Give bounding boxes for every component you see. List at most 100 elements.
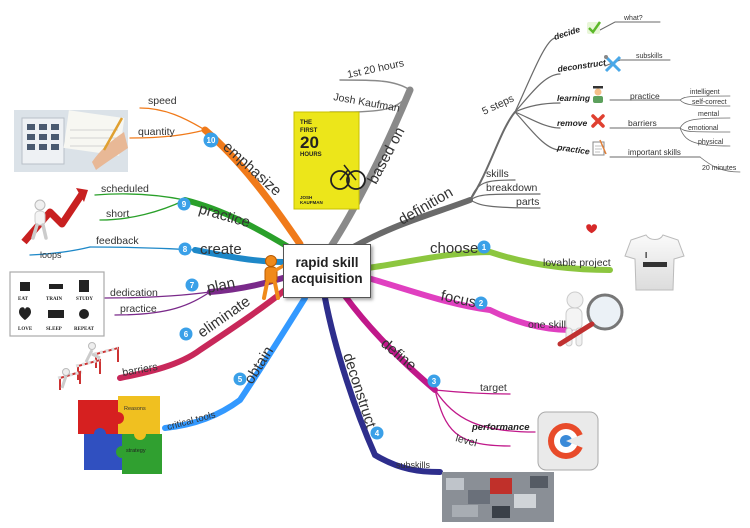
label-focus: focus <box>439 287 478 311</box>
svg-text:1: 1 <box>482 243 487 252</box>
leaf-self-correct: self-correct <box>692 99 727 106</box>
leaf-barriers-def: barriers <box>628 118 657 128</box>
leaf-intelligent: intelligent <box>690 89 720 96</box>
svg-text:THE: THE <box>300 120 312 126</box>
leaf-level: level <box>454 432 478 449</box>
badge-2: 2 <box>474 296 488 310</box>
leaf-lovable-project: lovable project <box>543 257 611 269</box>
svg-text:strategy: strategy <box>126 448 146 454</box>
hurdles-image <box>57 342 119 390</box>
leaf-important-skills: important skills <box>628 148 681 157</box>
leaf-what: what? <box>623 15 643 22</box>
badge-10: 10 <box>203 132 219 148</box>
label-choose: choose <box>430 240 478 257</box>
tools-icon <box>604 55 622 73</box>
leaf-target: target <box>480 382 507 394</box>
leaf-skills: skills <box>486 168 509 180</box>
leaf-speed: speed <box>148 95 177 107</box>
svg-text:TRAIN: TRAIN <box>46 297 63 302</box>
svg-text:10: 10 <box>207 136 216 145</box>
target-icon <box>537 411 599 471</box>
label-plan: plan <box>205 274 236 297</box>
branch-define <box>342 293 536 447</box>
leaf-20-minutes: 20 minutes <box>702 165 737 172</box>
label-practice: practice <box>197 201 252 232</box>
leaf-performance: performance <box>471 422 530 433</box>
label-create: create <box>200 241 242 258</box>
leaf-mental: mental <box>698 111 719 118</box>
badge-5: 5 <box>233 372 247 386</box>
branch-focus <box>365 275 573 333</box>
svg-text:7: 7 <box>190 281 195 290</box>
badge-3: 3 <box>427 374 441 388</box>
label-emphasize: emphasize <box>219 138 284 199</box>
badge-7: 7 <box>185 278 199 292</box>
branch-practice <box>94 193 293 251</box>
svg-text:FIRST: FIRST <box>300 128 318 134</box>
label-based-on: based on <box>365 124 409 186</box>
step-decide: decide <box>553 24 582 42</box>
step-deconstruct: deconstruct <box>557 57 608 74</box>
notepad-icon <box>592 139 607 156</box>
svg-text:8: 8 <box>183 245 188 254</box>
leaf-loops: loops <box>40 250 62 260</box>
badge-1: 1 <box>477 240 491 254</box>
badge-8: 8 <box>178 242 192 256</box>
svg-text:20: 20 <box>300 133 319 152</box>
leaf-quantity: quantity <box>138 126 176 138</box>
leaf-one-skill: one skill <box>528 319 566 331</box>
central-topic-line1: rapid skill <box>295 255 359 271</box>
leaf-subskills: subskills <box>396 460 431 470</box>
desk-photo <box>14 110 128 172</box>
svg-text:SLEEP: SLEEP <box>46 327 62 332</box>
svg-text:3: 3 <box>432 377 437 386</box>
branch-create <box>29 246 286 265</box>
leaf-1st-20-hours: 1st 20 hours <box>346 57 405 81</box>
svg-text:Reasons: Reasons <box>124 406 146 412</box>
leaf-physical: physical <box>698 139 724 146</box>
leaf-practice-def: practice <box>630 91 660 101</box>
branch-definition <box>342 21 741 255</box>
svg-text:LOVE: LOVE <box>18 327 33 332</box>
svg-text:2: 2 <box>479 299 484 308</box>
puzzle-image: Reasons strategy <box>78 396 162 474</box>
branch-deconstruct <box>322 295 443 475</box>
leaf-practice-plan: practice <box>120 303 157 315</box>
step-learning: learning <box>557 93 591 103</box>
junkyard-photo <box>442 472 554 522</box>
leaf-critical-tools: critical tools <box>166 409 217 433</box>
leaf-short: short <box>106 208 129 220</box>
cross-icon <box>591 114 605 128</box>
label-define: define <box>377 335 419 374</box>
svg-text:I: I <box>645 251 647 260</box>
magnifier-figure-image <box>557 291 624 347</box>
book-cover-image: THE FIRST 20 HOURS JOSH KAUFMAN <box>293 111 366 210</box>
central-topic: rapid skill acquisition <box>283 244 371 298</box>
svg-text:JOSH: JOSH <box>300 195 312 200</box>
habits-image: EAT TRAIN STUDY LOVE SLEEP REPEAT <box>9 271 105 337</box>
svg-text:REPEAT: REPEAT <box>74 327 95 332</box>
leaf-breakdown: breakdown <box>486 182 538 194</box>
svg-text:EAT: EAT <box>18 297 29 302</box>
leaf-scheduled: scheduled <box>101 183 149 195</box>
badge-6: 6 <box>179 327 193 341</box>
central-topic-line2: acquisition <box>291 271 363 286</box>
svg-text:HOURS: HOURS <box>300 152 322 158</box>
branch-choose <box>365 248 613 273</box>
svg-text:5: 5 <box>238 375 243 384</box>
svg-text:9: 9 <box>182 200 187 209</box>
svg-text:6: 6 <box>184 330 189 339</box>
growth-arrow-image <box>21 188 88 245</box>
svg-text:KAUFMAN: KAUFMAN <box>300 200 323 205</box>
label-obtain: obtain <box>241 343 277 387</box>
leaf-emotional: emotional <box>688 125 719 132</box>
step-remove: remove <box>557 118 588 128</box>
checkmark-icon <box>587 21 602 34</box>
branch-eliminate <box>117 287 288 381</box>
svg-text:4: 4 <box>375 429 380 438</box>
tshirt-image: I <box>586 224 685 291</box>
student-icon <box>593 86 603 103</box>
svg-text:STUDY: STUDY <box>76 297 93 302</box>
